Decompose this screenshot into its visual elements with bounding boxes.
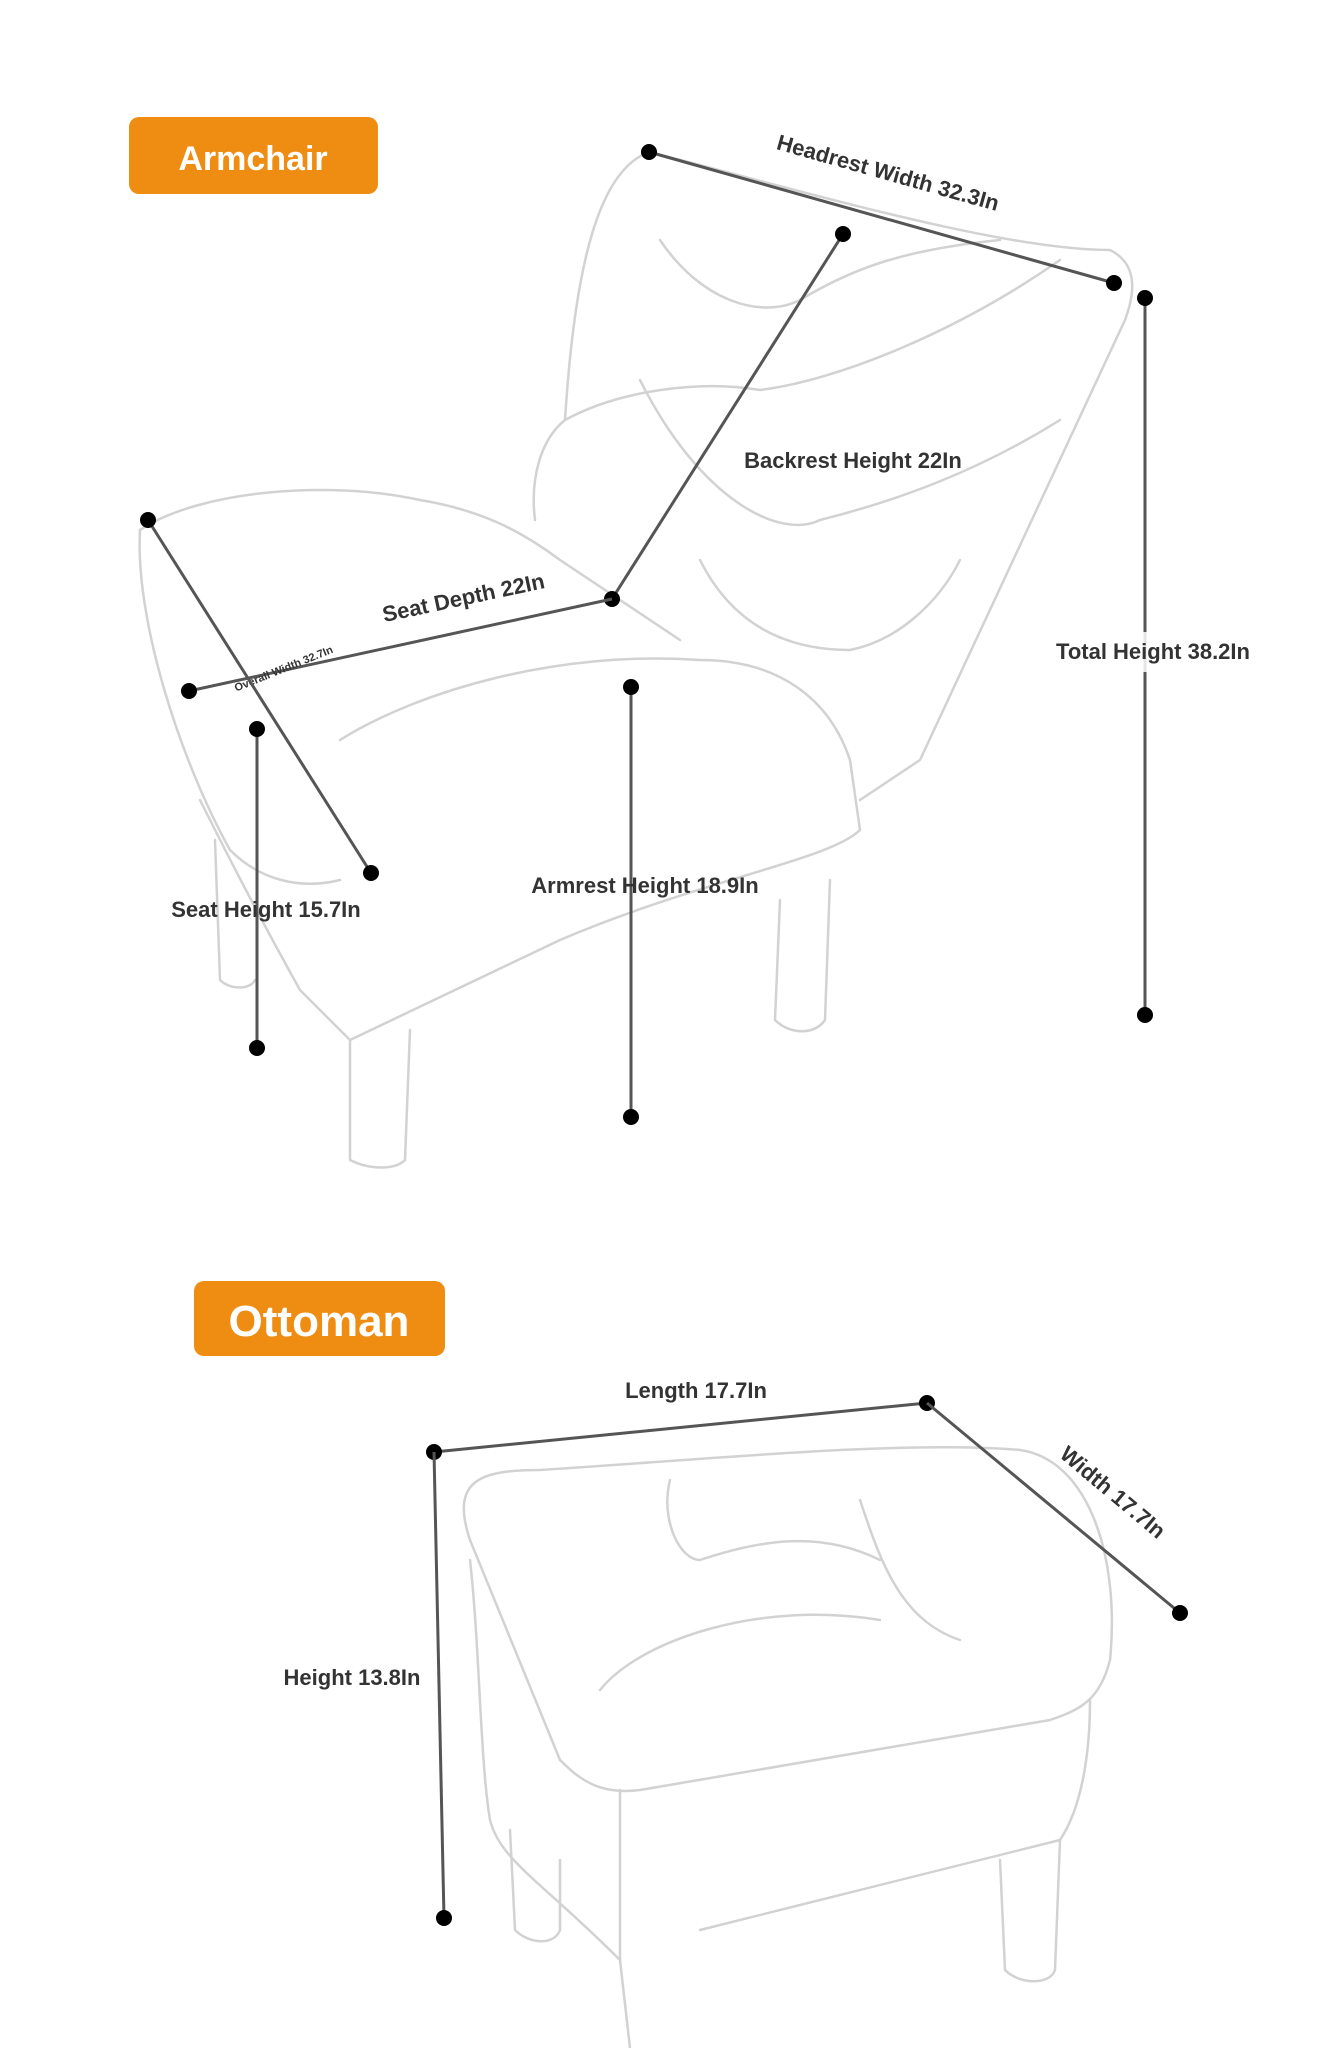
armrest-height-dimension: Armrest Height 18.9In <box>531 679 759 1125</box>
svg-text:Length 17.7In: Length 17.7In <box>625 1378 767 1403</box>
svg-text:Total Height 38.2In: Total Height 38.2In <box>1056 639 1250 664</box>
svg-text:Backrest Height 22In: Backrest Height 22In <box>744 448 962 473</box>
svg-text:Width 17.7In: Width 17.7In <box>1055 1441 1170 1543</box>
svg-text:Armrest Height 18.9In: Armrest Height 18.9In <box>531 873 758 898</box>
seat-depth-dimension: Seat Depth 22In Overall Width 32.7In <box>181 568 613 699</box>
svg-text:Height 13.8In: Height 13.8In <box>284 1665 421 1690</box>
ottoman-title-badge: Ottoman <box>194 1281 445 1356</box>
ottoman-sketch <box>462 1446 1114 2048</box>
armchair-title-badge: Armchair <box>129 117 378 194</box>
svg-text:Overall Width 32.7In: Overall Width 32.7In <box>233 644 335 695</box>
total-height-dimension: Total Height 38.2In <box>1040 290 1250 1023</box>
diagonal-width-dimension <box>140 512 379 881</box>
armchair-title: Armchair <box>178 140 327 178</box>
ottoman-title: Ottoman <box>229 1297 410 1346</box>
backrest-height-dimension: Backrest Height 22In <box>604 226 962 607</box>
svg-text:Seat Height 15.7In: Seat Height 15.7In <box>171 897 361 922</box>
svg-text:Headrest Width 32.3In: Headrest Width 32.3In <box>774 130 1002 216</box>
ottoman-width-dimension: Width 17.7In <box>926 1401 1188 1621</box>
armchair-sketch <box>138 150 1134 1169</box>
ottoman-length-dimension: Length 17.7In <box>426 1378 935 1460</box>
ottoman-height-dimension: Height 13.8In <box>284 1451 452 1926</box>
seat-height-dimension: Seat Height 15.7In <box>171 721 361 1056</box>
